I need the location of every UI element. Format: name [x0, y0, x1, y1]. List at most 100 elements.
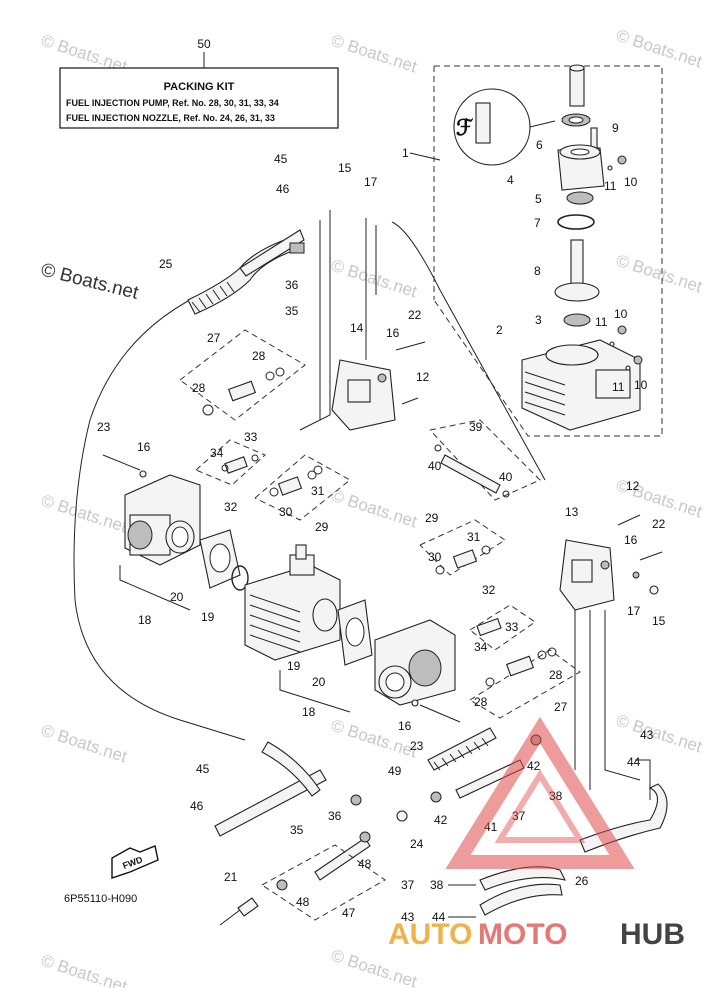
detail-box-pump-assembly: ℱ — [391, 64, 663, 481]
callout-15: 15 — [652, 614, 666, 628]
callout-50: 50 — [197, 37, 211, 51]
callout-16: 16 — [137, 440, 151, 454]
callout-49: 49 — [388, 764, 402, 778]
callout-16: 16 — [398, 719, 412, 733]
callout-32: 32 — [482, 583, 496, 597]
callout-26: 26 — [575, 874, 589, 888]
callout-12: 12 — [626, 479, 640, 493]
watermark-text: © Boats.net — [39, 951, 130, 988]
watermark-text: © Boats.net — [614, 251, 705, 297]
callout-37: 37 — [512, 809, 526, 823]
throttle-body-lower — [279, 619, 461, 723]
callout-19: 19 — [287, 659, 301, 673]
watermark-text: © Boats.net — [39, 491, 130, 537]
callout-29: 29 — [315, 520, 329, 534]
logo-text-hub: HUB — [620, 918, 685, 951]
callout-16: 16 — [624, 533, 638, 547]
callout-11: 11 — [612, 380, 625, 394]
callout-18: 18 — [302, 705, 316, 719]
callout-48: 48 — [296, 895, 310, 909]
automotohub-logo: AUTO MOTO HUB — [388, 716, 685, 951]
callout-28: 28 — [252, 349, 266, 363]
callout-38: 38 — [549, 789, 563, 803]
callout-25: 25 — [159, 257, 173, 271]
callout-30: 30 — [279, 505, 293, 519]
callout-31: 31 — [311, 484, 325, 498]
packing-kit-box — [59, 67, 339, 129]
fuel-return-line — [73, 289, 246, 741]
callout-11: 11 — [595, 315, 608, 329]
callout-40: 40 — [499, 470, 513, 484]
callout-4: 4 — [507, 173, 514, 187]
callout-31: 31 — [467, 530, 481, 544]
callout-44: 44 — [627, 755, 641, 769]
callout-42: 42 — [434, 813, 448, 827]
callout-21: 21 — [224, 870, 238, 884]
callout-layer: 1 2 3 5 4 6 7 8 9 10 11 10 11 10 11 45 4… — [97, 121, 666, 924]
callout-24: 24 — [410, 837, 424, 851]
callout-18: 18 — [138, 613, 152, 627]
callout-42: 42 — [527, 759, 541, 773]
pump-cylinder-center — [244, 544, 373, 666]
nozzle-assembly-upper — [179, 329, 351, 521]
callout-7: 7 — [534, 216, 541, 230]
callout-3: 3 — [535, 313, 542, 327]
callout-34: 34 — [474, 640, 488, 654]
callout-46: 46 — [276, 182, 290, 196]
throttle-body-upper — [102, 454, 249, 611]
callout-36: 36 — [285, 278, 299, 292]
callout-19: 19 — [201, 610, 215, 624]
injector-plate-13 — [559, 514, 663, 790]
callout-28: 28 — [549, 668, 563, 682]
callout-1: 1 — [402, 146, 409, 160]
callout-10: 10 — [624, 175, 638, 189]
callout-43: 43 — [640, 728, 654, 742]
fwd-arrow: FWD — [111, 845, 159, 879]
packing-kit-label: 50 PACKING KIT FUEL INJECTION PUMP, Ref.… — [59, 37, 339, 129]
watermark-text: © Boats.net — [329, 946, 420, 988]
callout-44: 44 — [432, 910, 446, 924]
logo-triangle — [445, 716, 635, 869]
callout-35: 35 — [285, 304, 299, 318]
callout-20: 20 — [312, 675, 326, 689]
callout-14: 14 — [350, 321, 364, 335]
packing-kit-nozzle-line: FUEL INJECTION NOZZLE, Ref. No. 24, 26, … — [66, 113, 275, 123]
callout-46: 46 — [190, 799, 204, 813]
callout-6: 6 — [536, 138, 543, 152]
callout-36: 36 — [328, 809, 342, 823]
callout-33: 33 — [244, 430, 258, 444]
injector-plate-14 — [299, 210, 426, 431]
callout-8: 8 — [534, 264, 541, 278]
callout-12: 12 — [416, 370, 430, 384]
callout-30: 30 — [428, 550, 442, 564]
callout-17: 17 — [627, 604, 641, 618]
callout-38: 38 — [430, 878, 444, 892]
callout-16: 16 — [386, 326, 400, 340]
callout-34: 34 — [210, 446, 224, 460]
callout-48: 48 — [358, 857, 372, 871]
callout-47: 47 — [342, 906, 356, 920]
logo-text-auto: AUTO — [388, 918, 472, 951]
callout-43: 43 — [401, 910, 415, 924]
callout-39: 39 — [469, 420, 483, 434]
callout-45: 45 — [274, 152, 288, 166]
callout-22: 22 — [652, 517, 666, 531]
callout-27: 27 — [554, 700, 568, 714]
packing-kit-pump-line: FUEL INJECTION PUMP, Ref. No. 28, 30, 31… — [66, 98, 279, 108]
callout-17: 17 — [364, 175, 378, 189]
logo-text-moto: MOTO — [478, 918, 567, 951]
callout-32: 32 — [224, 500, 238, 514]
svg-text:ℱ: ℱ — [456, 115, 474, 140]
callout-10: 10 — [614, 307, 628, 321]
callout-33: 33 — [505, 620, 519, 634]
callout-23: 23 — [410, 739, 424, 753]
boats-net-watermark: © Boats.net — [39, 259, 141, 304]
callout-35: 35 — [290, 823, 304, 837]
packing-kit-title: PACKING KIT — [164, 81, 235, 93]
callout-13: 13 — [565, 505, 579, 519]
callout-5: 5 — [535, 192, 542, 206]
callout-40: 40 — [428, 459, 442, 473]
watermark-text: © Boats.net — [39, 721, 130, 767]
drawing-code: 6P55110-H090 — [64, 893, 137, 905]
